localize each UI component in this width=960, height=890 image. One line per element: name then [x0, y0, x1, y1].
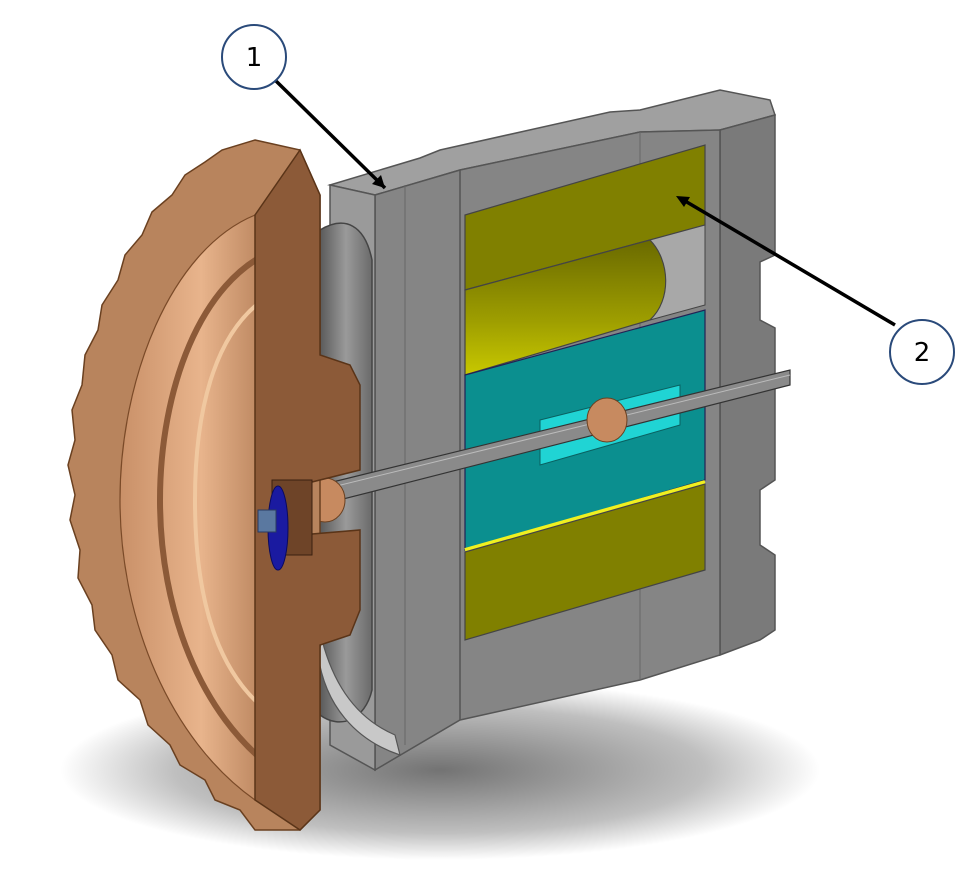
- callout-2-arrowhead: [676, 196, 690, 207]
- outer-magnet-bottom: [464, 483, 706, 641]
- callout-1-leader: [273, 78, 387, 190]
- seal-retainer: [257, 509, 277, 533]
- gear-recess-groove: [192, 288, 282, 722]
- magnet-bore-cavity: [649, 224, 706, 321]
- callout-1-circle: [221, 24, 287, 90]
- callout-2: 2: [676, 196, 955, 385]
- callout-2-label: 2: [914, 338, 931, 368]
- callout-2-leader: [679, 196, 896, 327]
- spur-gear: [67, 139, 361, 831]
- gear-recess-groove: [156, 247, 277, 773]
- callout-2-circle: [889, 319, 955, 385]
- rotor-seal-line: [464, 480, 706, 552]
- callout-1-arrowhead: [372, 175, 385, 188]
- magnet-assembly: [464, 144, 706, 641]
- housing-lower-rim: [317, 637, 401, 756]
- callout-1: 1: [221, 24, 387, 190]
- callout-1-label: 1: [246, 43, 263, 73]
- rotor-pin: [586, 397, 628, 443]
- shaft-highlight: [299, 374, 791, 496]
